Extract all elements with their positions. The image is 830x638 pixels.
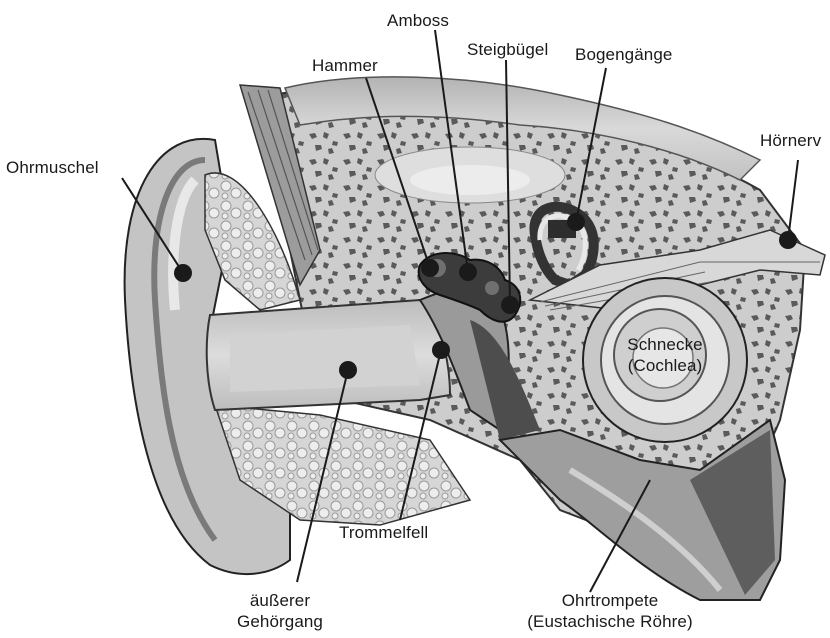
label-schnecke: Schnecke (Cochlea) <box>620 334 710 376</box>
label-gehoergang-line1: äußerer <box>225 590 335 611</box>
label-amboss: Amboss <box>387 10 449 31</box>
label-schnecke-line2: (Cochlea) <box>620 355 710 376</box>
label-ohrtrompete-line1: Ohrtrompete <box>515 590 705 611</box>
label-hammer: Hammer <box>312 55 378 76</box>
label-ohrmuschel: Ohrmuschel <box>6 157 99 178</box>
label-schnecke-line1: Schnecke <box>620 334 710 355</box>
label-ohrtrompete: Ohrtrompete (Eustachische Röhre) <box>515 590 705 632</box>
leader-hoernerv <box>788 160 798 240</box>
label-hoernerv: Hörnerv <box>760 130 821 151</box>
label-gehoergang: äußerer Gehörgang <box>225 590 335 632</box>
label-trommelfell: Trommelfell <box>339 522 428 543</box>
label-steigbuegel: Steigbügel <box>467 39 548 60</box>
label-gehoergang-line2: Gehörgang <box>225 611 335 632</box>
label-ohrtrompete-line2: (Eustachische Röhre) <box>515 611 705 632</box>
label-bogengaenge: Bogengänge <box>575 44 672 65</box>
